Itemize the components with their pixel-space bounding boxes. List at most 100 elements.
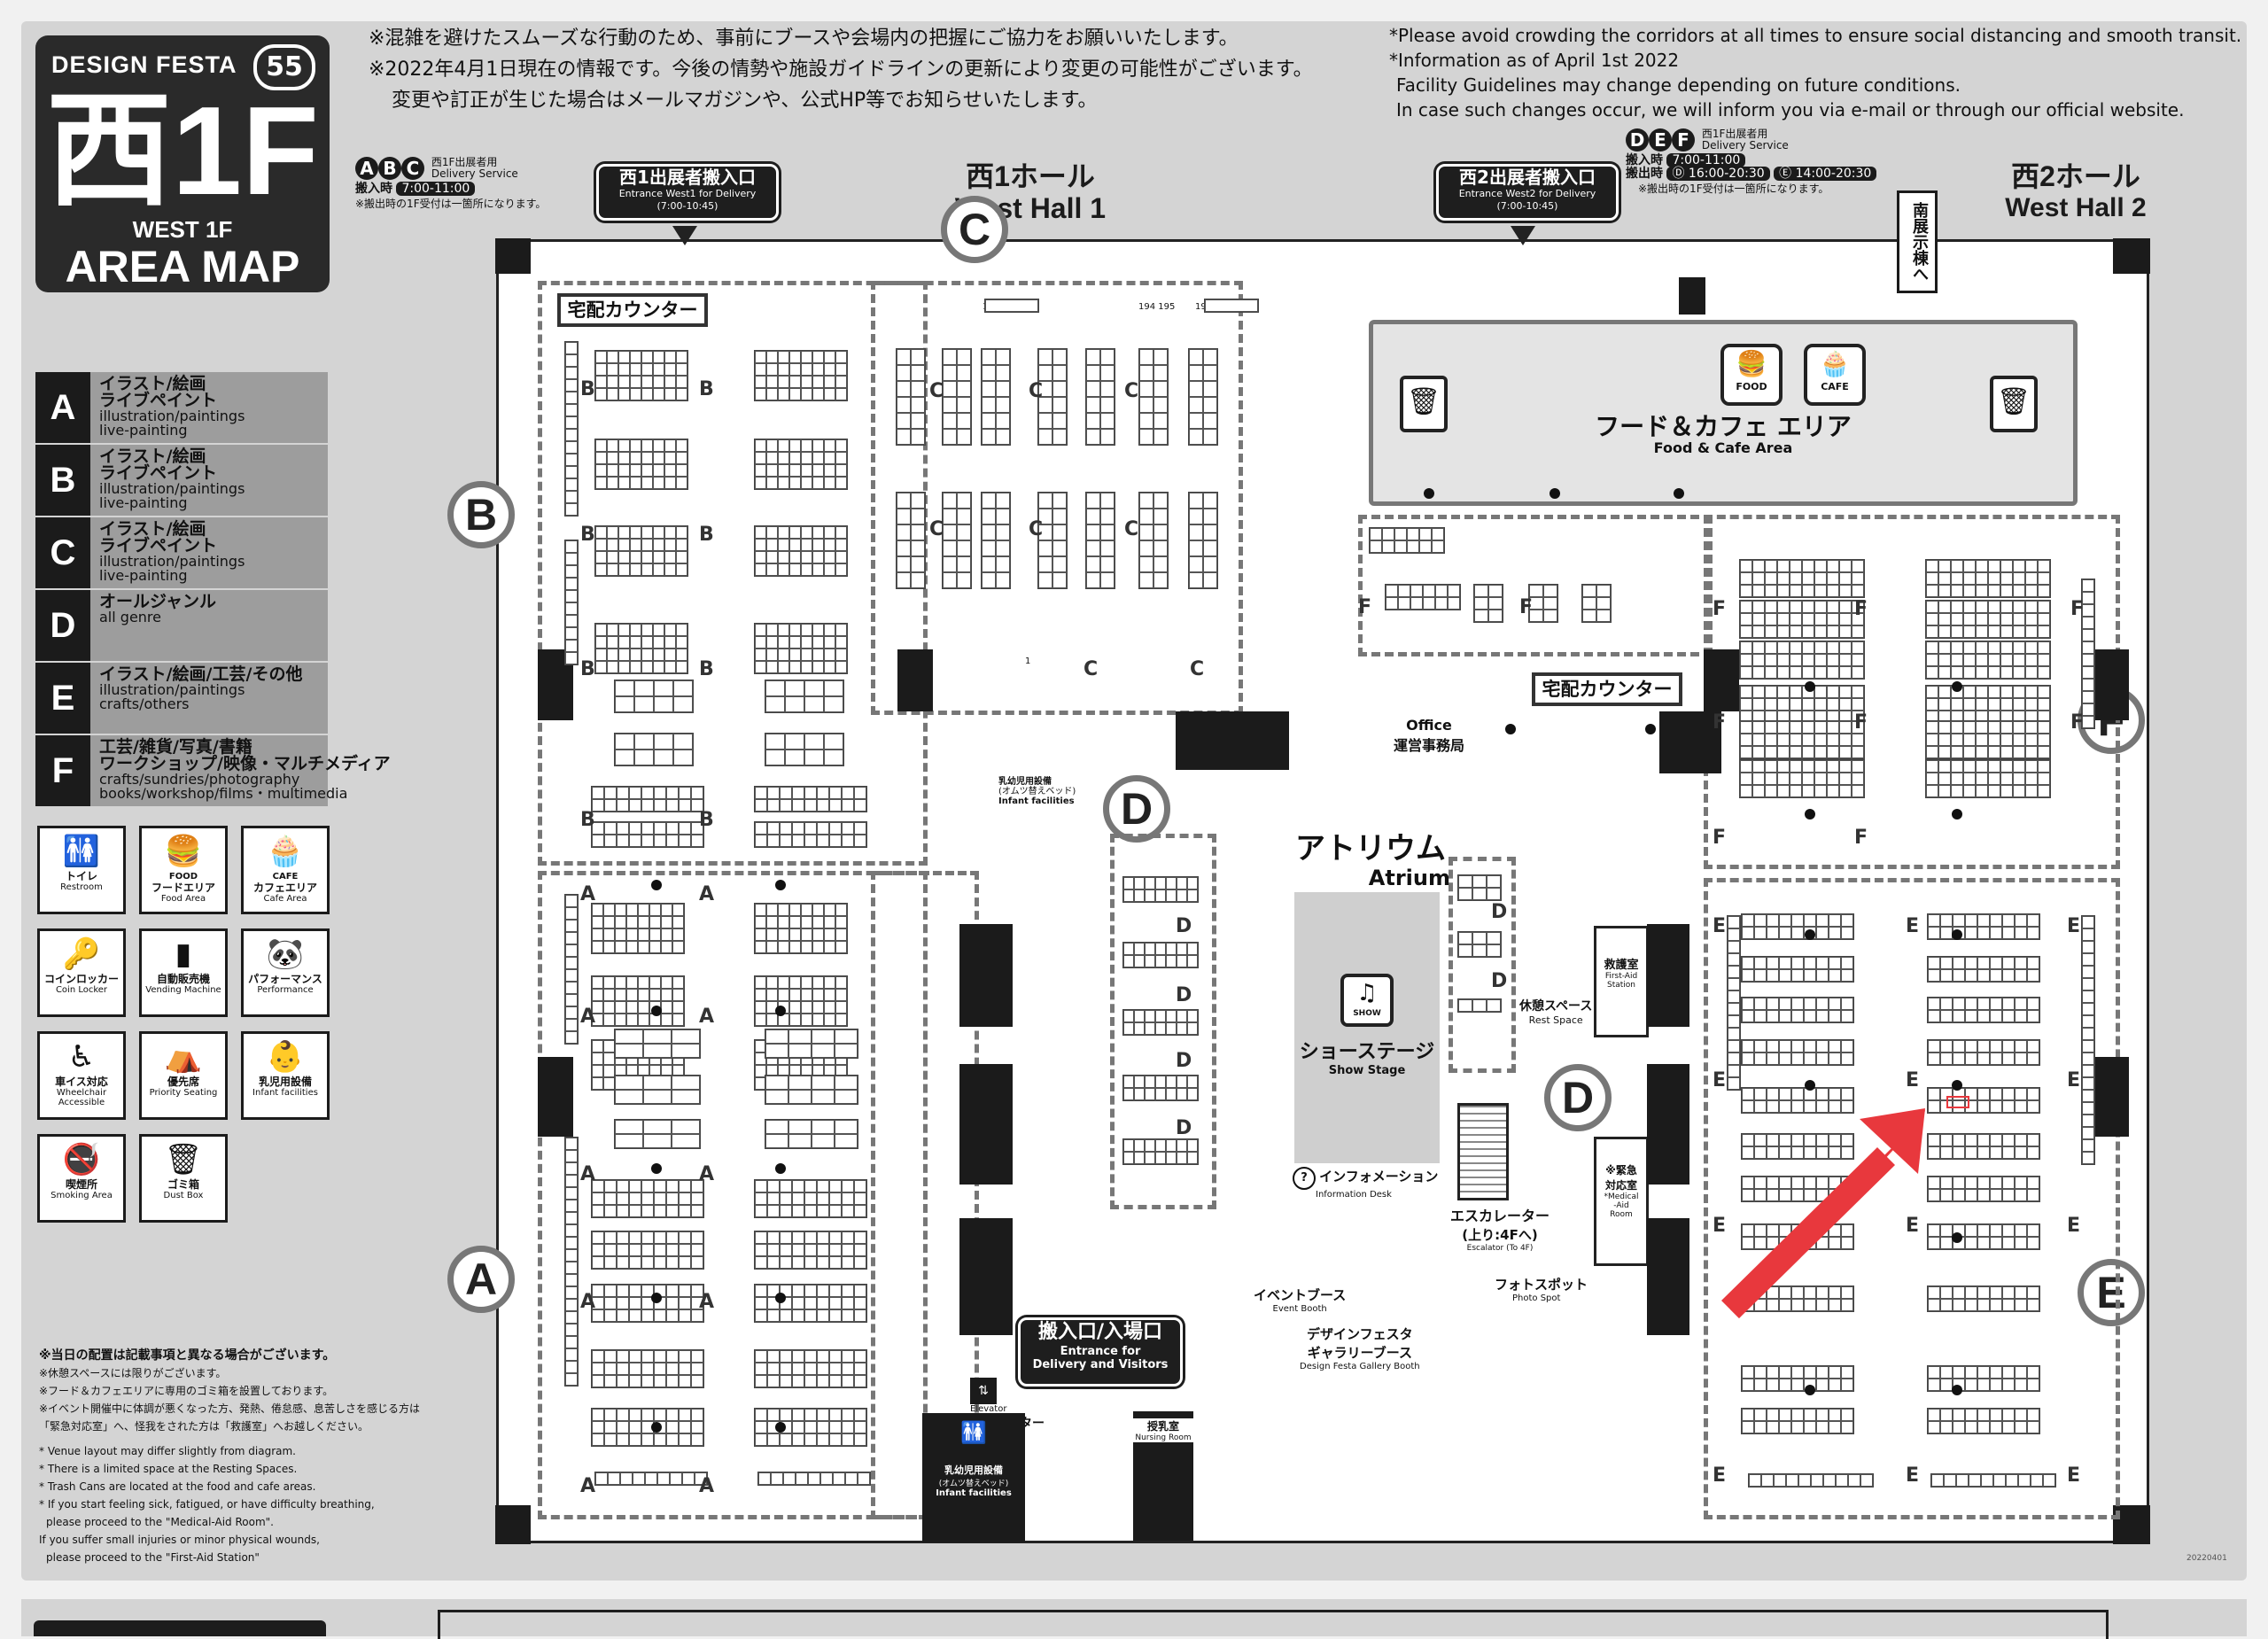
row-letter-e: E bbox=[2067, 915, 2081, 937]
row-letter-e: E bbox=[1906, 1464, 1920, 1487]
pillar-dot bbox=[775, 1293, 786, 1303]
booth-grid-e bbox=[1741, 1408, 1854, 1434]
row-letter-c: C bbox=[1124, 518, 1139, 540]
booth-grid-e bbox=[1741, 1039, 1854, 1066]
row-letter-f: F bbox=[1519, 596, 1534, 618]
facility-en: Priority Seating bbox=[149, 1088, 218, 1098]
booth-grid-b bbox=[614, 733, 694, 766]
booth-grid-c bbox=[896, 348, 926, 446]
row-letter-f: F bbox=[1713, 711, 1727, 734]
booth-grid-f bbox=[1369, 527, 1445, 554]
section-d-marker-2: D bbox=[1544, 1064, 1612, 1131]
atrium-en: Atrium bbox=[1368, 866, 1450, 890]
block-e bbox=[1704, 878, 2120, 1519]
show-stage: ♫SHOW ショーステージ Show Stage bbox=[1294, 892, 1440, 1163]
footnote-line: * Trash Cans are located at the food and… bbox=[39, 1480, 316, 1493]
row-letter-f: F bbox=[1854, 711, 1868, 734]
row-letter-c: C bbox=[929, 518, 944, 540]
booth-grid-f-edge bbox=[2081, 579, 2095, 729]
facility-en: Infant facilities bbox=[252, 1088, 318, 1098]
booth-grid-c-top bbox=[984, 299, 1039, 313]
infant-facility-lower: 🚻 乳幼児用設備 (オムツ替えベッド) Infant facilities bbox=[922, 1413, 1025, 1542]
booth-grid-a bbox=[757, 1472, 871, 1486]
row-letter-d: D bbox=[1491, 901, 1508, 923]
booth-grid-e-edge bbox=[1727, 915, 1741, 1091]
information-desk: ? インフォメーション Information Desk bbox=[1293, 1167, 1438, 1200]
row-letter-e: E bbox=[1906, 1215, 1920, 1237]
row-letter-a: A bbox=[580, 1291, 596, 1313]
facility-jp: トイレ bbox=[65, 870, 97, 882]
facility-en: Wheelchair Accessible bbox=[56, 1088, 107, 1107]
booth-grid-e bbox=[1927, 1408, 2040, 1434]
smoking-icon: 🚭 bbox=[62, 1142, 101, 1177]
escalator-label: エスカレーター (上り:4Fへ) Escalator (To 4F) bbox=[1438, 1204, 1562, 1253]
pillar-dot bbox=[1952, 929, 1962, 940]
highlighted-booth bbox=[1946, 1096, 1969, 1108]
food-cafe-jp: フード＆カフェ エリア bbox=[1595, 412, 1852, 441]
booth-grid-e bbox=[1741, 913, 1854, 940]
booth-grid-c bbox=[1037, 492, 1068, 589]
photo-jp: フォトスポット bbox=[1495, 1277, 1588, 1293]
main-entrance-jp: 搬入口/入場口 bbox=[1037, 1321, 1163, 1343]
atrium-label: アトリウム Atrium bbox=[1291, 832, 1450, 890]
circle-c-icon: C bbox=[401, 157, 424, 180]
facility-en: Coin Locker bbox=[55, 985, 108, 995]
delivery-abc-note: ※搬出時の1F受付は一箇所になります。 bbox=[355, 198, 547, 210]
booth-grid-a bbox=[754, 1231, 867, 1270]
category-en: illustration/paintings crafts/others bbox=[99, 681, 245, 712]
food-tag: FOOD bbox=[168, 872, 198, 882]
booth-grid-b bbox=[594, 525, 688, 577]
category-en: illustration/paintings live-painting bbox=[99, 408, 245, 439]
category-jp: イラスト/絵画/工芸/その他 bbox=[99, 664, 303, 684]
delivery-counter-left: 宅配カウンター bbox=[557, 293, 708, 327]
booth-grid-d bbox=[1122, 1009, 1199, 1036]
booth-grid-e bbox=[1741, 997, 1854, 1023]
booth-grid-a bbox=[614, 1119, 701, 1149]
booth-grid-a bbox=[591, 1231, 704, 1270]
row-letter-f: F bbox=[1358, 596, 1372, 618]
circle-f-icon: F bbox=[1672, 128, 1695, 151]
hall-1-jp: 西1ホール bbox=[966, 160, 1095, 192]
photo-en: Photo Spot bbox=[1512, 1293, 1561, 1303]
rest-space: 休憩スペース Rest Space bbox=[1519, 997, 1592, 1026]
pillar-dot bbox=[651, 1422, 662, 1433]
delivery-counter-right: 宅配カウンター bbox=[1532, 672, 1682, 706]
dust-box-icon: 🗑 bbox=[164, 1142, 203, 1177]
circle-a-icon: A bbox=[355, 157, 378, 180]
section-c-marker: C bbox=[941, 196, 1008, 263]
escalator-en: Escalator (To 4F) bbox=[1466, 1244, 1534, 1253]
priority-seating-icon: ⛺ bbox=[164, 1039, 203, 1075]
rest-jp: 休憩スペース bbox=[1519, 999, 1593, 1014]
category-jp: 工芸/雑貨/写真/書籍 ワークショップ/映像・マルチメディア bbox=[99, 737, 391, 773]
nursing-jp: 授乳室 bbox=[1133, 1418, 1193, 1433]
row-letter-b: B bbox=[699, 658, 714, 680]
booth-grid-a bbox=[591, 1179, 704, 1218]
pillar bbox=[2093, 1057, 2129, 1137]
notice-en-line: Facility Guidelines may change depending… bbox=[1396, 74, 1961, 96]
row-letter-f: F bbox=[1713, 827, 1727, 849]
pillar bbox=[1704, 649, 1739, 711]
pillar-dot bbox=[651, 1006, 662, 1016]
performance-icon: 🐼 bbox=[266, 936, 305, 972]
notice-english: *Please avoid crowding the corridors at … bbox=[1389, 23, 2241, 122]
booth-grid-a bbox=[765, 1119, 858, 1149]
red-arrow-icon bbox=[1721, 1108, 1925, 1318]
row-letter-d: D bbox=[1491, 970, 1508, 992]
pillar-dot bbox=[1805, 681, 1815, 692]
row-letter-e: E bbox=[1713, 1215, 1727, 1237]
footnotes: ※当日の配置は記載事項と異なる場合がございます。※休憩スペースには限りがございま… bbox=[39, 1347, 420, 1566]
notice-japanese: ※混雑を避けたスムーズな行動のため、事前にブースや会場内の把握にご協力をお願いい… bbox=[369, 23, 1361, 116]
entrance-west1-jp: 西1出展者搬入口 bbox=[619, 167, 756, 188]
row-letter-c: C bbox=[929, 380, 944, 402]
rest-en: Rest Space bbox=[1528, 1014, 1583, 1026]
booth-grid-a bbox=[614, 1075, 701, 1105]
firstaid-jp: 救護室 bbox=[1604, 959, 1639, 972]
booth-grid-b bbox=[594, 623, 688, 674]
booth-grid-c bbox=[1188, 348, 1218, 446]
elevator-en: Elevator bbox=[970, 1404, 1007, 1414]
footnote-line: please proceed to the "First-Aid Station… bbox=[46, 1551, 260, 1564]
row-letter-e: E bbox=[1713, 915, 1727, 937]
